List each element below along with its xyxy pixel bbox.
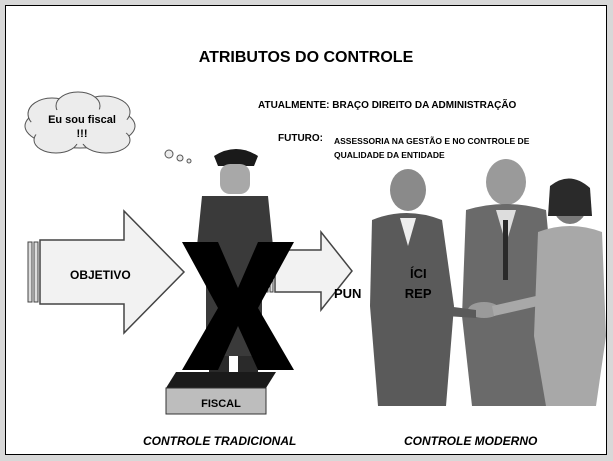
thought-cloud-icon — [24, 91, 192, 164]
caption-controle-moderno: CONTROLE MODERNO — [404, 434, 538, 448]
partial-text-line-2: PUN REP — [334, 286, 432, 301]
pedestal-icon — [165, 372, 276, 415]
partially-hidden-text: ÍCI PUN REP — [334, 264, 432, 304]
atualmente-line: ATUALMENTE: BRAÇO DIREITO DA ADMINISTRAÇ… — [258, 100, 517, 111]
fiscal-pedestal-label: FISCAL — [201, 398, 241, 410]
futuro-label: FUTURO: — [278, 133, 323, 144]
slide-artwork — [24, 91, 606, 415]
partial-text-line-1: ÍCI — [410, 266, 427, 281]
caption-controle-tradicional: CONTROLE TRADICIONAL — [143, 434, 297, 448]
objetivo-label: OBJETIVO — [70, 268, 131, 282]
x-mark-icon — [182, 242, 294, 370]
objetivo-arrow-icon — [27, 209, 186, 335]
speech-bubble-text: Eu sou fiscal !!! — [48, 114, 116, 140]
slide: ATRIBUTOS DO CONTROLE ATUALMENTE: BRAÇO … — [5, 5, 607, 455]
futuro-text: ASSESSORIA NA GESTÃO E NO CONTROLE DE QU… — [334, 136, 530, 160]
slide-title: ATRIBUTOS DO CONTROLE — [198, 49, 414, 66]
handshake-people-icon — [370, 159, 606, 406]
